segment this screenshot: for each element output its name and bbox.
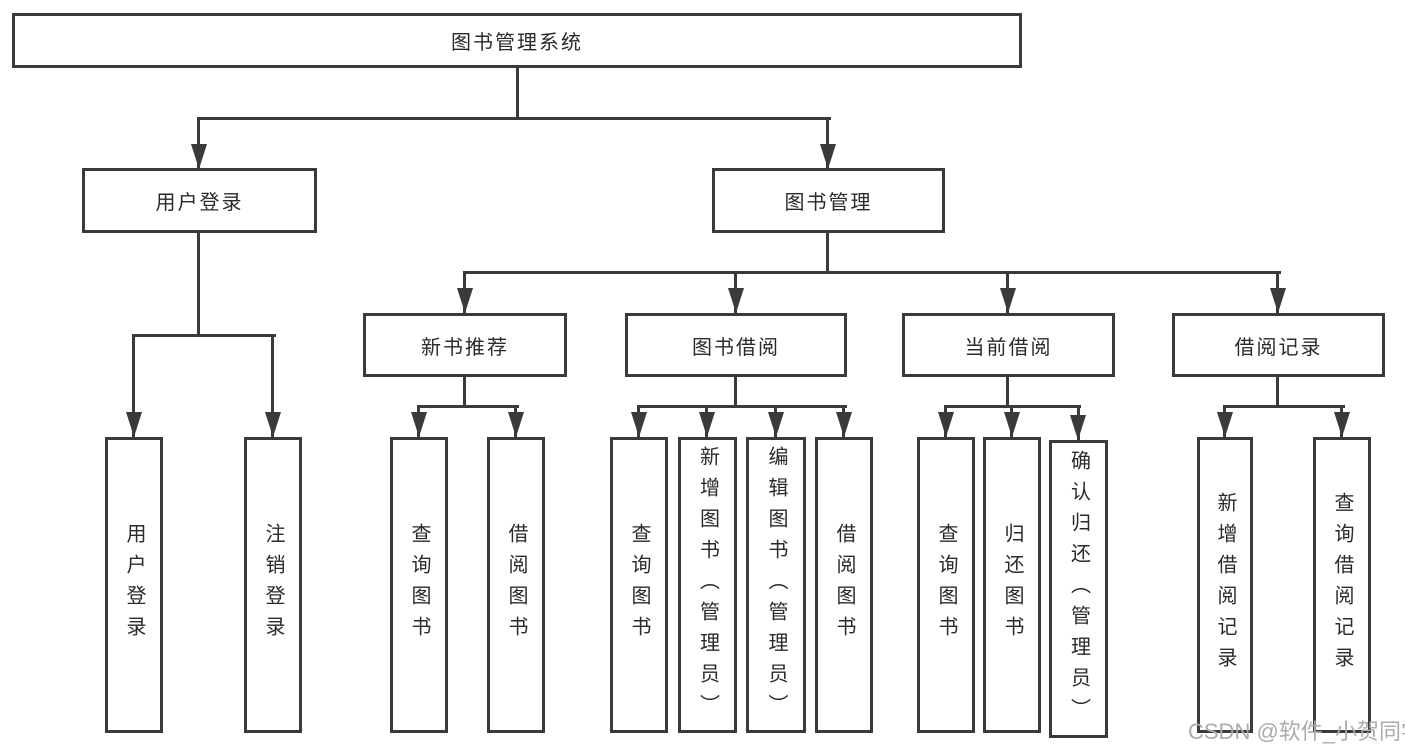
node-label: 新增图书（管理员） [696, 445, 719, 725]
connector-line-horizontal [637, 405, 847, 408]
connector-line-horizontal [417, 405, 519, 408]
connector-arrowhead [457, 288, 473, 313]
leaf-records-add-borrow-record: 新增借阅记录 [1197, 437, 1253, 733]
leaf-recommend-borrow-books: 借阅图书 [487, 437, 545, 733]
connector-line-horizontal [463, 271, 1281, 274]
connector-arrowhead [728, 288, 744, 313]
node-label: 用户登录 [155, 192, 244, 214]
node-label: 归还图书 [1001, 523, 1023, 647]
leaf-recommend-query-books: 查询图书 [390, 437, 448, 733]
connector-arrowhead [836, 412, 852, 437]
connector-line-vertical [132, 334, 135, 437]
connector-arrowhead [1004, 412, 1020, 437]
connector-line-vertical [271, 334, 274, 437]
node-label: 借阅图书 [833, 523, 855, 647]
connector-arrowhead [1334, 412, 1350, 437]
node-label: 图书借阅 [692, 336, 780, 359]
connector-line-vertical [516, 68, 519, 120]
node-label: 注销登录 [262, 523, 284, 647]
node-book-borrowing: 图书借阅 [625, 313, 847, 377]
connector-line-vertical [1276, 377, 1279, 408]
connector-arrowhead [191, 144, 207, 169]
leaf-borrowing-add-books-admin: 新增图书（管理员） [678, 437, 737, 733]
node-label: 编辑图书（管理员） [765, 445, 787, 725]
node-label: 用户登录 [123, 523, 145, 647]
connector-arrowhead [411, 412, 427, 437]
connector-arrowhead [1217, 412, 1233, 437]
connector-arrowhead [265, 412, 281, 437]
node-label: 借阅记录 [1234, 336, 1323, 359]
node-user-login: 用户登录 [82, 168, 317, 233]
connector-arrowhead [1070, 415, 1086, 440]
leaf-current-confirm-return-admin: 确认归还（管理员） [1049, 440, 1108, 738]
node-label: 查询图书 [408, 523, 430, 647]
connector-arrowhead [768, 412, 784, 437]
node-new-book-recommendation: 新书推荐 [363, 313, 567, 377]
leaf-user-login: 用户登录 [105, 437, 163, 733]
node-label: 图书管理 [784, 192, 873, 214]
connector-arrowhead [699, 412, 715, 437]
connector-arrowhead [508, 412, 524, 437]
node-book-management: 图书管理 [712, 168, 945, 233]
node-label: 查询借阅记录 [1331, 492, 1353, 678]
node-current-borrowing: 当前借阅 [902, 313, 1115, 377]
node-borrowing-records: 借阅记录 [1172, 313, 1385, 377]
node-label: 借阅图书 [505, 523, 527, 647]
watermark-text: CSDN @软件_小贺同学 [1188, 719, 1405, 744]
connector-line-horizontal [132, 334, 276, 337]
leaf-borrowing-edit-books-admin: 编辑图书（管理员） [746, 437, 806, 733]
connector-line-horizontal [1223, 405, 1345, 408]
connector-arrowhead [1270, 288, 1286, 313]
connector-line-vertical [826, 117, 829, 169]
leaf-current-return-books: 归还图书 [983, 437, 1041, 733]
leaf-records-query-borrow-record: 查询借阅记录 [1313, 437, 1371, 733]
node-label: 查询图书 [935, 523, 957, 647]
leaf-borrowing-borrow-books: 借阅图书 [815, 437, 873, 733]
connector-arrowhead [820, 144, 836, 169]
leaf-borrowing-query-books: 查询图书 [610, 437, 668, 733]
connector-line-vertical [734, 377, 737, 408]
connector-line-horizontal [197, 117, 831, 120]
node-label: 新增借阅记录 [1214, 492, 1236, 678]
node-label: 查询图书 [628, 523, 650, 647]
connector-line-vertical [826, 233, 829, 274]
connector-arrowhead [126, 412, 142, 437]
connector-arrowhead [938, 412, 954, 437]
node-library-management-system: 图书管理系统 [12, 13, 1022, 68]
node-label: 当前借阅 [964, 336, 1053, 359]
node-label: 图书管理系统 [451, 32, 583, 54]
leaf-logout: 注销登录 [244, 437, 302, 733]
leaf-current-query-books: 查询图书 [917, 437, 975, 733]
connector-line-vertical [197, 117, 200, 169]
connector-line-vertical [463, 377, 466, 408]
connector-arrowhead [1000, 288, 1016, 313]
connector-arrowhead [631, 412, 647, 437]
connector-line-vertical [197, 233, 200, 337]
node-label: 确认归还（管理员） [1067, 449, 1090, 729]
connector-line-vertical [1006, 377, 1009, 408]
node-label: 新书推荐 [421, 336, 509, 359]
